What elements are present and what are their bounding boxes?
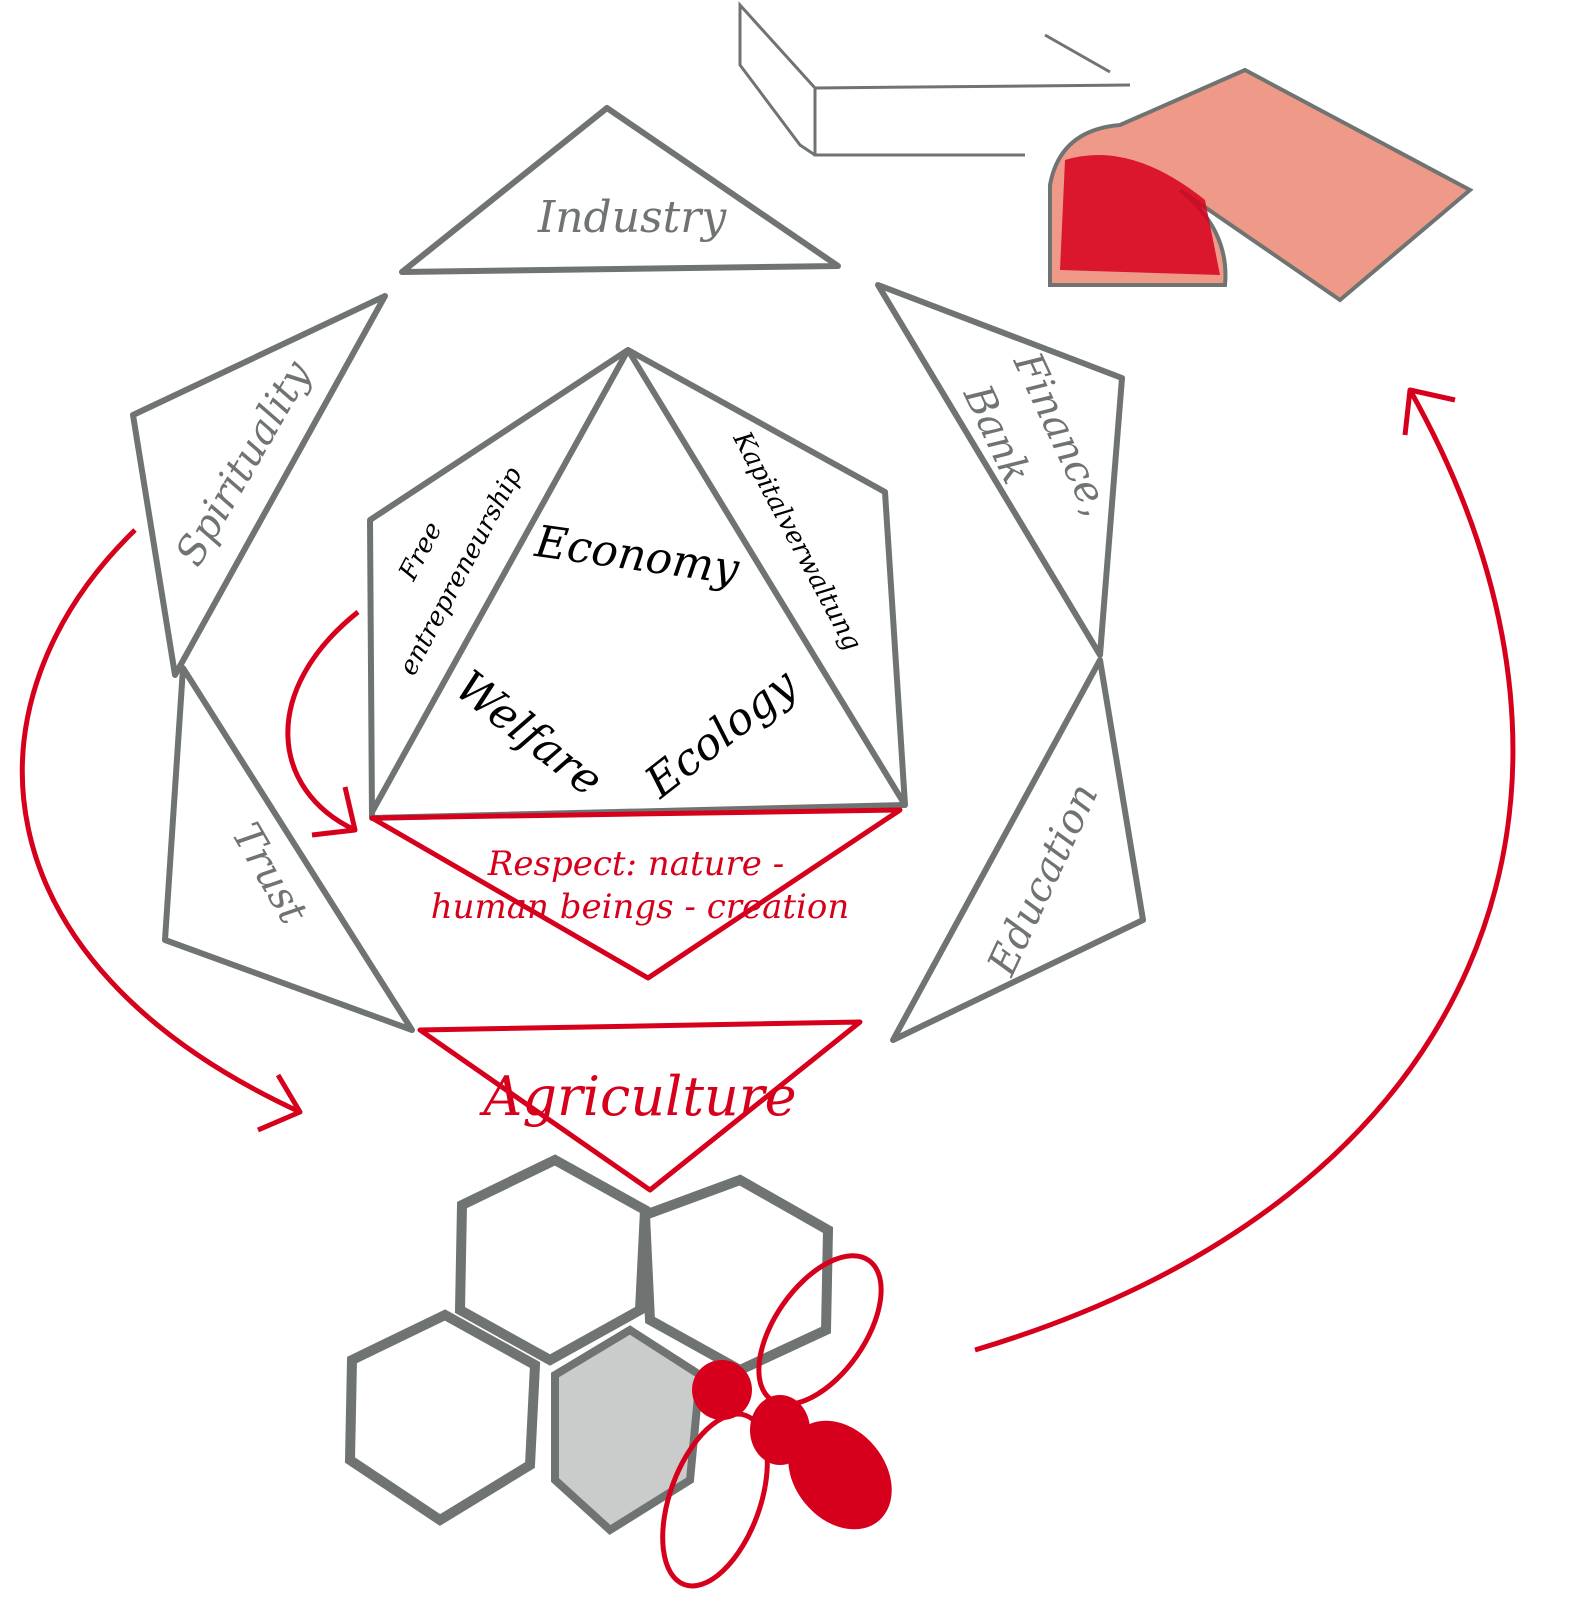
education-triangle xyxy=(890,657,1146,1043)
label-economy: Economy xyxy=(531,516,743,595)
label-respect-line1: Respect: nature - xyxy=(487,844,784,884)
left-arrow-shape xyxy=(738,1,1131,157)
bee-icon xyxy=(660,1253,892,1589)
label-industry: Industry xyxy=(537,192,728,243)
respect-triangle xyxy=(369,807,903,981)
label-trust: Trust xyxy=(222,815,316,932)
finance-triangle xyxy=(875,282,1125,658)
label-welfare: Welfare xyxy=(446,661,612,807)
spirituality-triangle xyxy=(130,293,388,678)
inner-lines xyxy=(369,348,908,814)
honeycomb-icon xyxy=(344,1154,834,1535)
trust-triangle xyxy=(162,665,415,1033)
label-education: Education xyxy=(979,777,1108,984)
label-respect-line2: human beings - creation xyxy=(431,887,850,927)
book-shape xyxy=(1048,67,1474,303)
cycle-arrows xyxy=(19,387,1516,1353)
label-agriculture: Agriculture xyxy=(478,1065,796,1128)
label-free: Free xyxy=(393,517,449,586)
label-ecology: Ecology xyxy=(635,658,807,808)
agriculture-triangle xyxy=(417,1019,863,1193)
industry-triangle xyxy=(399,105,841,275)
